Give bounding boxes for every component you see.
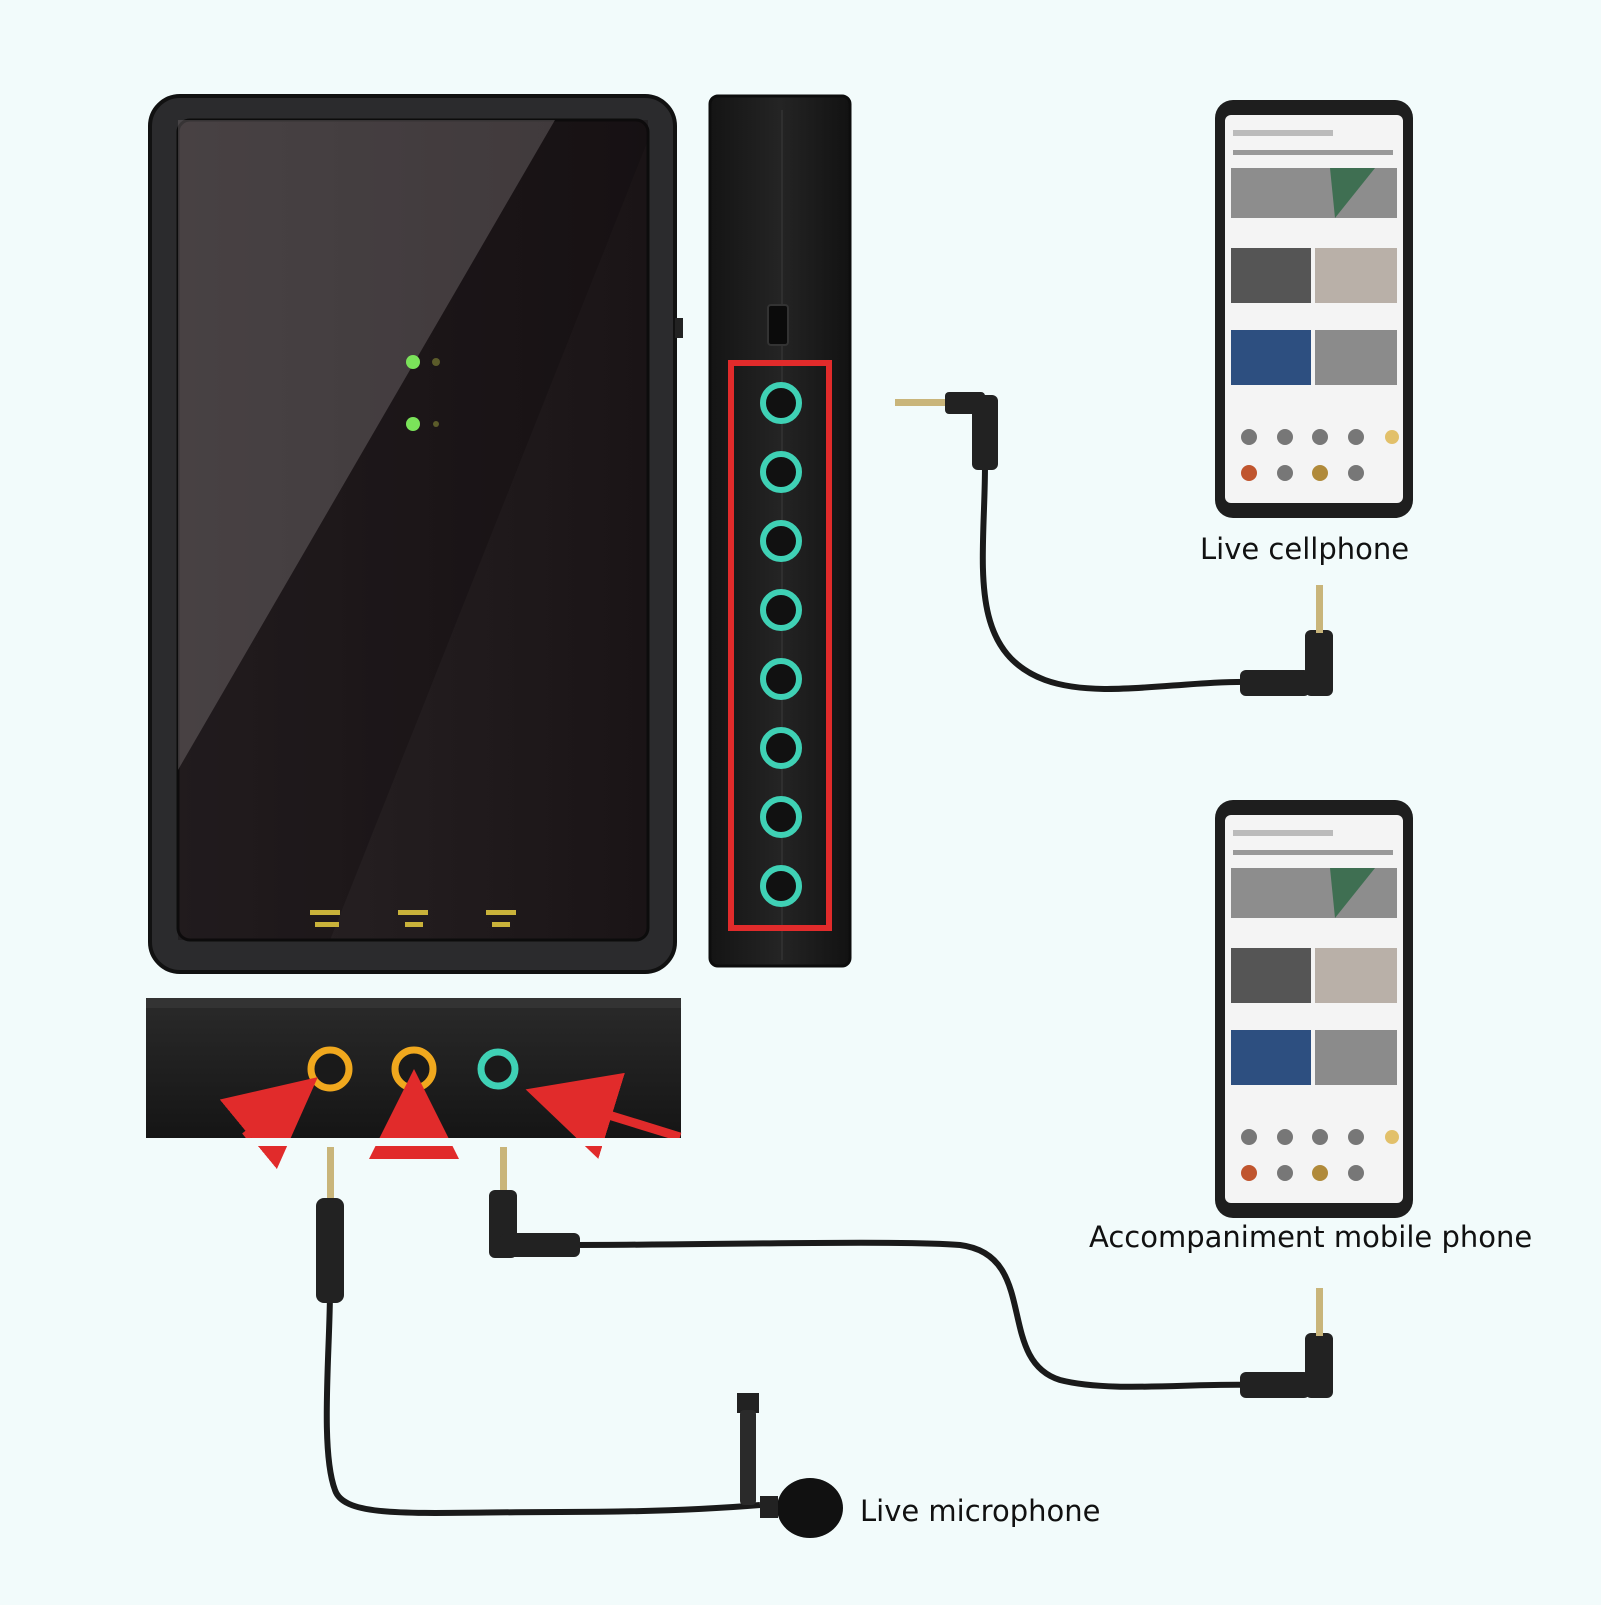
3.5mm-jack-port-icon — [760, 382, 802, 424]
cable-live-microphone — [316, 1147, 843, 1538]
cable-live-cellphone — [895, 392, 1333, 696]
cable-accompaniment-phone — [489, 1147, 1333, 1398]
3.5mm-jack-port-icon — [760, 520, 802, 562]
3.5mm-jack-port-icon — [760, 451, 802, 493]
3.5mm-jack-port-icon — [760, 865, 802, 907]
smartphone-icon — [1215, 800, 1413, 1218]
sound-card-top-view — [148, 94, 683, 974]
3.5mm-jack-port-icon — [307, 1046, 353, 1092]
smartphone-icon — [1215, 100, 1413, 518]
3.5mm-jack-port-icon — [391, 1046, 437, 1092]
3.5mm-trrs-plug-icon — [895, 392, 998, 470]
status-led-icon — [406, 355, 440, 431]
side-port-column — [760, 382, 802, 907]
sound-card-side-view — [708, 94, 852, 968]
panel-markings — [310, 910, 516, 927]
3.5mm-trrs-plug-icon — [316, 1147, 344, 1303]
lavalier-microphone-icon — [737, 1393, 843, 1538]
3.5mm-jack-port-icon — [760, 727, 802, 769]
label-live-cellphone: Live cellphone — [1200, 532, 1410, 566]
highlight-box — [728, 360, 832, 931]
3.5mm-jack-port-icon — [760, 589, 802, 631]
3.5mm-jack-port-icon — [760, 658, 802, 700]
3.5mm-jack-port-icon — [477, 1048, 519, 1090]
label-accompaniment-phone: Accompaniment mobile phone — [1089, 1220, 1533, 1254]
pointer-arrow-icon — [219, 1069, 682, 1170]
sound-card-front-view — [146, 998, 686, 1170]
3.5mm-trrs-plug-icon — [1240, 1288, 1333, 1398]
3.5mm-jack-port-icon — [760, 796, 802, 838]
3.5mm-trrs-plug-icon — [489, 1147, 580, 1258]
label-live-microphone: Live microphone — [860, 1494, 1101, 1528]
3.5mm-trrs-plug-icon — [1240, 585, 1333, 696]
